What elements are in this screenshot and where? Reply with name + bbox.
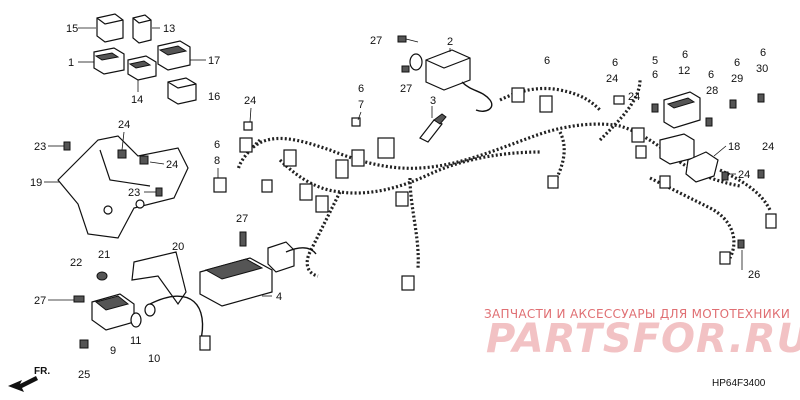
callout-24-b: 24 bbox=[628, 91, 640, 103]
callout-23-a: 23 bbox=[34, 141, 46, 153]
ignition-coil bbox=[409, 49, 493, 112]
relay-16 bbox=[167, 77, 197, 105]
callout-1: 1 bbox=[68, 57, 74, 69]
mounting-bracket-19 bbox=[57, 135, 189, 239]
callout-28: 28 bbox=[706, 85, 718, 97]
callout-27-c: 27 bbox=[236, 213, 248, 225]
watermark-logo: PARTSFOR.RU bbox=[486, 316, 800, 362]
front-direction-arrow: FR. bbox=[8, 366, 50, 392]
callout-7: 7 bbox=[358, 99, 364, 111]
callout-6-a: 6 bbox=[544, 55, 550, 67]
callout-2: 2 bbox=[447, 36, 453, 48]
relay-15 bbox=[96, 13, 124, 43]
callout-15: 15 bbox=[66, 23, 78, 35]
callout-24-e: 24 bbox=[244, 95, 256, 107]
callout-29: 29 bbox=[731, 73, 743, 85]
callout-6-e: 6 bbox=[708, 69, 714, 81]
bolt-27-coil-lower bbox=[401, 65, 410, 73]
callout-27-a: 27 bbox=[370, 35, 382, 47]
bolt-27-regulator bbox=[239, 231, 247, 247]
callout-13: 13 bbox=[163, 23, 175, 35]
grommet-10 bbox=[144, 295, 211, 351]
regulator-rectifier bbox=[199, 241, 317, 307]
front-direction-label: FR. bbox=[34, 366, 50, 377]
grommet-22 bbox=[96, 271, 108, 281]
callout-26: 26 bbox=[748, 269, 760, 281]
collar-11 bbox=[130, 312, 142, 328]
callout-6-h: 6 bbox=[358, 83, 364, 95]
callout-27-d: 27 bbox=[34, 295, 46, 307]
callout-5: 5 bbox=[652, 55, 658, 67]
callout-3: 3 bbox=[430, 95, 436, 107]
callout-10: 10 bbox=[148, 353, 160, 365]
callout-19: 19 bbox=[30, 177, 42, 189]
callout-20: 20 bbox=[172, 241, 184, 253]
callout-24-f: 24 bbox=[118, 119, 130, 131]
callout-23-b: 23 bbox=[128, 187, 140, 199]
component-9 bbox=[91, 293, 135, 331]
callout-16: 16 bbox=[208, 91, 220, 103]
callout-17: 17 bbox=[208, 55, 220, 67]
callout-6-d: 6 bbox=[682, 49, 688, 61]
relay-cover-14 bbox=[127, 55, 157, 81]
relay-13 bbox=[132, 14, 152, 44]
callout-24-d: 24 bbox=[738, 169, 750, 181]
callout-8: 8 bbox=[214, 155, 220, 167]
harness-connectors bbox=[213, 87, 777, 291]
callout-4: 4 bbox=[276, 291, 282, 303]
bolt-27-lower bbox=[73, 295, 85, 303]
spark-plug-cap bbox=[419, 113, 447, 143]
callout-6-i: 6 bbox=[214, 139, 220, 151]
callout-24-g: 24 bbox=[166, 159, 178, 171]
callout-25: 25 bbox=[78, 369, 90, 381]
callout-9: 9 bbox=[110, 345, 116, 357]
callout-11: 11 bbox=[130, 335, 141, 347]
bolt-23-b bbox=[155, 187, 163, 197]
callout-6-f: 6 bbox=[734, 57, 740, 69]
callout-24-c: 24 bbox=[762, 141, 774, 153]
callout-12: 12 bbox=[678, 65, 690, 77]
starter-relay-18 bbox=[685, 151, 719, 183]
callout-6-b: 6 bbox=[612, 57, 618, 69]
mounting-plate-20 bbox=[131, 251, 187, 306]
bolt-23-a bbox=[63, 141, 71, 151]
callout-30: 30 bbox=[756, 63, 768, 75]
callout-21: 21 bbox=[98, 249, 110, 261]
clips-small bbox=[651, 93, 765, 249]
bolt-27-coil bbox=[397, 35, 419, 43]
callout-14: 14 bbox=[131, 94, 143, 106]
callout-27-b: 27 bbox=[400, 83, 412, 95]
callout-6-c: 6 bbox=[652, 69, 658, 81]
fuse-box bbox=[663, 91, 701, 129]
callout-6-g: 6 bbox=[760, 47, 766, 59]
bolt-25 bbox=[79, 339, 89, 349]
diagram-code: HP64F3400 bbox=[712, 378, 766, 389]
relay-holder-17 bbox=[157, 40, 191, 71]
callout-24-a: 24 bbox=[606, 73, 618, 85]
watermark-caption: ЗАПЧАСТИ И АКСЕССУАРЫ ДЛЯ МОТОТЕХНИКИ bbox=[484, 307, 790, 321]
callout-22: 22 bbox=[70, 257, 82, 269]
relay-cover-1 bbox=[93, 47, 125, 75]
callout-18: 18 bbox=[728, 141, 740, 153]
